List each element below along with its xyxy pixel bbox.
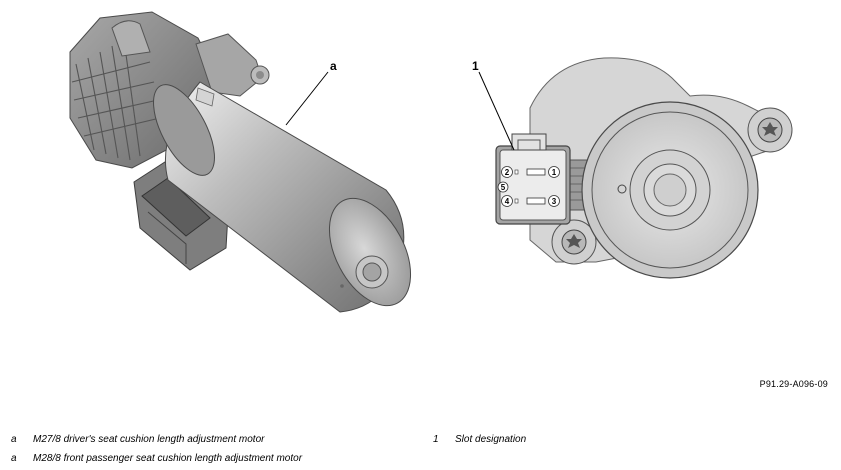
pin-label-1: 1: [548, 166, 560, 178]
svg-text:5: 5: [501, 183, 506, 192]
legend-text: M27/8 driver's seat cushion length adjus…: [33, 434, 265, 445]
figure-reference-code: P91.29-A096-09: [759, 379, 828, 389]
motor-cylinder: [153, 81, 412, 313]
gearbox-housing: [69, 11, 270, 169]
svg-text:1: 1: [552, 168, 557, 177]
motor-illustration: a: [69, 11, 793, 313]
motor-end-disc: [581, 101, 759, 279]
connector-socket: 1 2 3 4 5: [495, 133, 571, 225]
svg-text:3: 3: [552, 197, 557, 206]
legend-text: Slot designation: [455, 434, 527, 445]
pin-contact: [514, 168, 546, 205]
legend-item: a M28/8 front passenger seat cushion leng…: [11, 449, 302, 468]
legend-key: a: [11, 434, 17, 445]
legend-key: a: [11, 453, 17, 464]
legend-right: 1 Slot designation: [433, 430, 526, 449]
pin-label-5: 5: [497, 181, 509, 193]
pin-label-4: 4: [501, 195, 513, 207]
legend-left: a M27/8 driver's seat cushion length adju…: [11, 430, 302, 468]
motor-perspective-view: [69, 11, 412, 313]
callout-a: a: [285, 59, 337, 126]
svg-text:4: 4: [505, 197, 510, 206]
motor-end-view: 1 2 3 4 5: [495, 57, 793, 279]
pin-label-2: 2: [501, 166, 513, 178]
mounting-screw-top-right: [747, 107, 793, 153]
callout-1: 1: [472, 59, 515, 151]
legend-text: M28/8 front passenger seat cushion lengt…: [33, 453, 303, 464]
legend-item: a M27/8 driver's seat cushion length adju…: [11, 430, 302, 449]
legend-key: 1: [433, 434, 439, 445]
svg-text:2: 2: [505, 168, 510, 177]
mounting-screw-bottom-left: [551, 219, 597, 265]
legend-item: 1 Slot designation: [433, 430, 526, 449]
callout-1-label: 1: [472, 59, 479, 73]
callout-a-label: a: [330, 59, 337, 73]
pin-label-3: 3: [548, 195, 560, 207]
